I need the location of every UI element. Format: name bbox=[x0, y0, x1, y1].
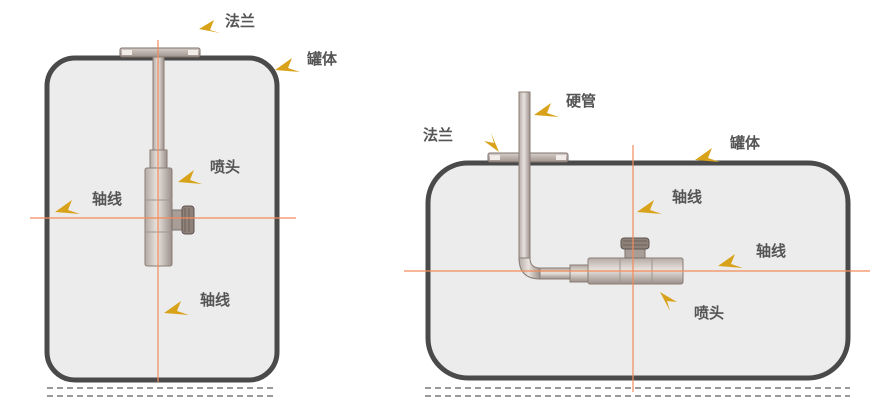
arrow-tank-left bbox=[275, 58, 300, 72]
arrow-tank-right bbox=[695, 148, 720, 162]
axis-v-callout-left: 轴线 bbox=[164, 291, 230, 315]
nozzle-callout-left: 喷头 bbox=[178, 158, 240, 184]
label-tank-left: 罐体 bbox=[306, 50, 338, 68]
label-tank-right: 罐体 bbox=[729, 134, 761, 152]
hard-pipe-horizontal bbox=[539, 267, 573, 280]
label-flange-right: 法兰 bbox=[423, 126, 453, 144]
hard-pipe-callout: 硬管 bbox=[534, 92, 596, 117]
ground-line-horizontal-tank bbox=[425, 387, 850, 397]
arrow-axis-h-right bbox=[718, 254, 743, 268]
ground-line-vertical-tank bbox=[47, 387, 277, 397]
tank-callout-right: 罐体 bbox=[695, 134, 761, 162]
arrow-hard-pipe bbox=[534, 103, 559, 117]
flange-callout-right: 法兰 bbox=[423, 126, 499, 152]
flange-vertical-tank bbox=[119, 47, 201, 58]
arrow-nozzle-right bbox=[660, 292, 677, 311]
arrow-nozzle-left bbox=[178, 170, 202, 184]
arrow-flange-right bbox=[484, 133, 499, 152]
arrow-flange-left bbox=[199, 20, 220, 33]
label-axis-h-left: 轴线 bbox=[92, 190, 122, 208]
arrow-axis-v-right bbox=[637, 200, 662, 214]
vertical-tank-diagram: 法兰 罐体 喷头 轴线 轴线 bbox=[30, 12, 338, 397]
label-nozzle-left: 喷头 bbox=[210, 158, 240, 176]
arrow-axis-v-left bbox=[164, 301, 189, 315]
axis-v-callout-right: 轴线 bbox=[637, 188, 702, 214]
flange-callout-left: 法兰 bbox=[199, 12, 255, 33]
label-axis-v-left: 轴线 bbox=[200, 291, 230, 309]
hard-pipe-coupling bbox=[569, 264, 589, 283]
label-flange-left: 法兰 bbox=[225, 12, 255, 30]
axis-h-callout-right: 轴线 bbox=[718, 242, 786, 268]
label-nozzle-right: 喷头 bbox=[694, 304, 724, 322]
label-axis-h-right: 轴线 bbox=[756, 242, 786, 260]
nozzle-callout-right: 喷头 bbox=[660, 292, 724, 322]
tank-callout-left: 罐体 bbox=[275, 50, 338, 72]
label-axis-v-right: 轴线 bbox=[672, 188, 702, 206]
label-hard-pipe: 硬管 bbox=[566, 92, 596, 110]
hard-pipe-vertical bbox=[518, 91, 531, 261]
horizontal-tank-diagram: 硬管 法兰 罐体 轴线 轴线 喷头 bbox=[404, 91, 870, 397]
axis-h-callout-left: 轴线 bbox=[55, 190, 122, 214]
arrow-axis-h-left bbox=[55, 200, 80, 214]
